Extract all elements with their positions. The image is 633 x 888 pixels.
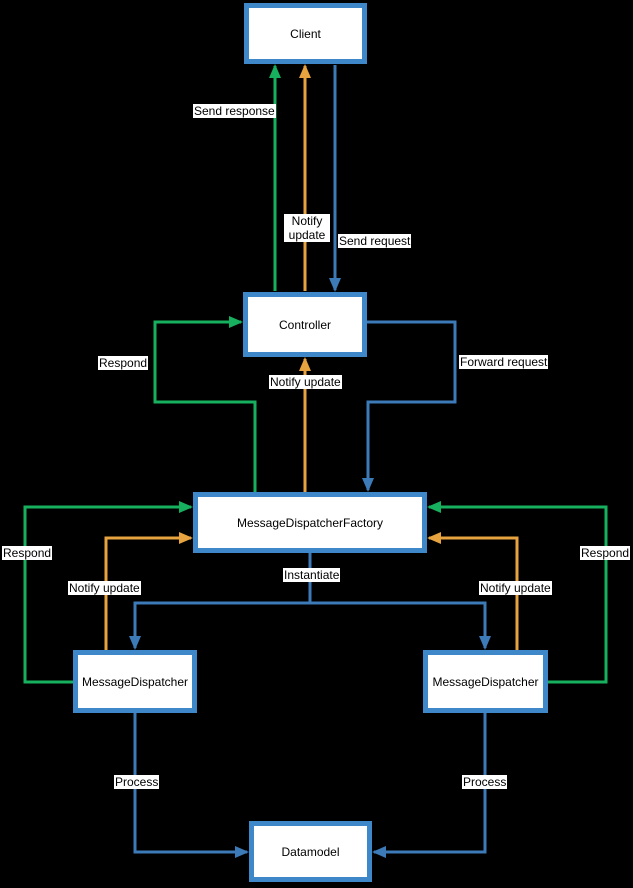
edge-label-process-left: Process — [114, 775, 160, 789]
edge-label-respond-right: Respond — [580, 546, 631, 560]
node-client: Client — [244, 3, 367, 64]
edge-label-notify-update-right: Notify update — [479, 581, 552, 595]
edge-respond-left — [23, 501, 193, 684]
edge-forward-request — [362, 320, 457, 492]
edge-respond-mid — [153, 316, 257, 492]
node-controller: Controller — [243, 292, 367, 357]
edge-label-process-right: Process — [462, 775, 508, 789]
edge-label-send-request: Send request — [338, 234, 412, 248]
edge-label-notify-update-left: Notify update — [68, 581, 141, 595]
edge-label-respond-left: Respond — [2, 546, 53, 560]
edge-label-send-response: Send response — [193, 104, 276, 118]
edge-notify-update-right — [427, 532, 519, 650]
node-message-dispatcher-right: MessageDispatcher — [423, 650, 548, 713]
edge-label-respond-mid: Respond — [98, 356, 149, 370]
edge-label-forward-request: Forward request — [459, 355, 549, 369]
node-message-dispatcher-left: MessageDispatcher — [73, 650, 197, 713]
edge-label-notify-update-top: Notify update — [284, 214, 330, 242]
node-message-dispatcher-factory: MessageDispatcherFactory — [193, 492, 427, 553]
edge-instantiate-right — [310, 601, 491, 650]
edge-respond-right — [427, 501, 608, 684]
edge-process-right — [372, 713, 487, 858]
edge-label-notify-update-mid: Notify update — [269, 375, 342, 389]
edge-label-instantiate: Instantiate — [283, 568, 341, 582]
edge-notify-update-left — [104, 532, 193, 650]
node-datamodel: Datamodel — [249, 821, 372, 882]
edge-process-left — [133, 713, 249, 858]
